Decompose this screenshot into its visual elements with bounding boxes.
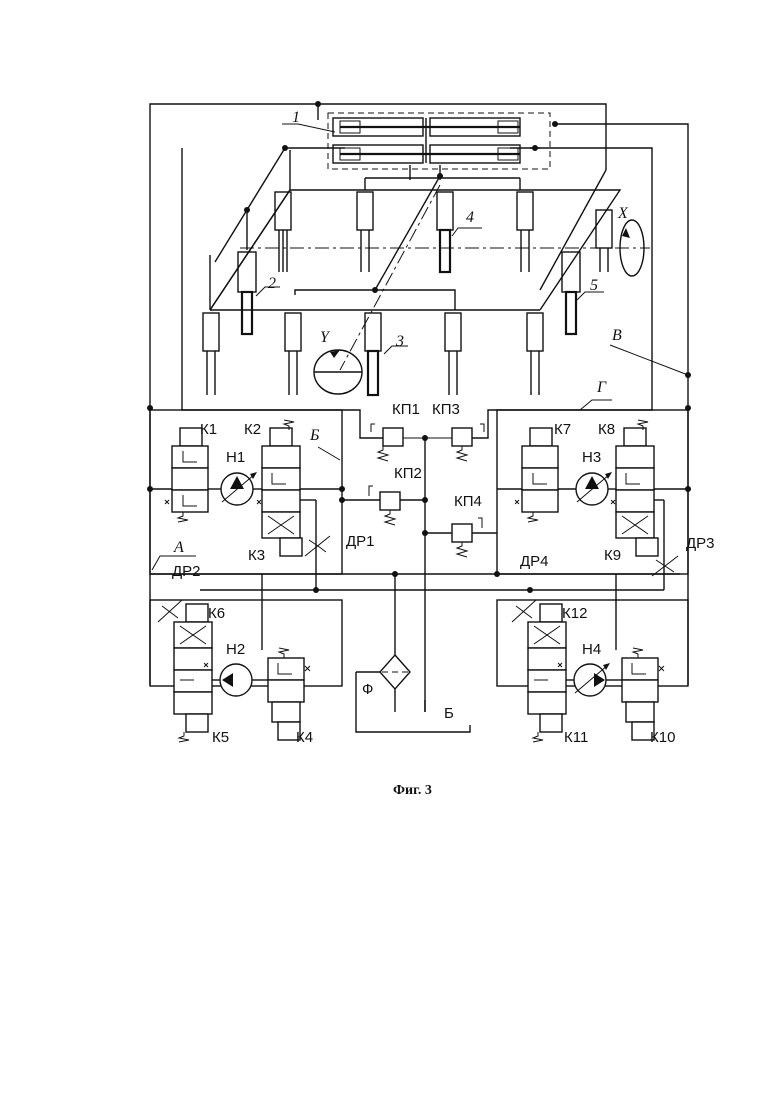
valve-k1 xyxy=(172,428,208,522)
label-k6: К6 xyxy=(208,605,225,622)
label-v: В xyxy=(612,327,622,344)
label-h1: Н1 xyxy=(226,449,245,466)
valve-k12 xyxy=(528,604,566,742)
leader-lines xyxy=(152,228,688,570)
label-2: 2 xyxy=(268,275,276,292)
label-dr3: ДР3 xyxy=(686,535,715,552)
label-3: 3 xyxy=(395,333,404,350)
pump-h2 xyxy=(220,664,252,696)
leg xyxy=(596,210,612,272)
leg xyxy=(285,313,301,395)
valve-k2 xyxy=(262,420,302,556)
label-h4: Н4 xyxy=(582,641,601,658)
label-k5: К5 xyxy=(212,729,229,746)
leg xyxy=(437,192,453,272)
outer-lines xyxy=(147,101,691,438)
leg xyxy=(517,192,533,272)
label-tank: Б xyxy=(444,705,454,722)
pump-h3 xyxy=(576,472,612,505)
label-k7: К7 xyxy=(554,421,571,438)
label-dr2: ДР2 xyxy=(172,563,201,580)
relief-valve-kp4 xyxy=(452,518,482,557)
label-h2: Н2 xyxy=(226,641,245,658)
valve-k10 xyxy=(622,648,658,740)
label-kp1: КП1 xyxy=(392,401,420,418)
label-5: 5 xyxy=(590,277,598,294)
label-x: X xyxy=(617,205,629,222)
label-kp2: КП2 xyxy=(394,465,422,482)
left-lower-block xyxy=(150,600,342,742)
valve-k6 xyxy=(174,604,212,742)
leg xyxy=(445,313,461,395)
label-dr1: ДР1 xyxy=(346,533,375,550)
label-dr4: ДР4 xyxy=(520,553,549,570)
label-k2: К2 xyxy=(244,421,261,438)
leg xyxy=(527,313,543,395)
label-1: 1 xyxy=(292,109,300,126)
pump-h4 xyxy=(574,663,610,696)
label-k11: К11 xyxy=(564,729,588,746)
label-k12: К12 xyxy=(562,605,587,622)
label-g: Г xyxy=(596,379,607,396)
rotation-indicators xyxy=(314,220,644,394)
label-k9: К9 xyxy=(604,547,621,564)
leg xyxy=(203,313,219,395)
label-k1: К1 xyxy=(200,421,217,438)
relief-valve-kp3 xyxy=(422,424,484,461)
leg xyxy=(357,192,373,272)
valve-k4 xyxy=(268,648,304,740)
label-k3: К3 xyxy=(248,547,265,564)
valve-k7 xyxy=(522,428,558,522)
label-b: Б xyxy=(309,427,320,444)
cylinder-unit-1 xyxy=(282,113,550,180)
label-k8: К8 xyxy=(598,421,615,438)
right-lower-block xyxy=(497,600,688,742)
label-a: А xyxy=(173,539,184,556)
relief-valve-kp1 xyxy=(371,424,425,461)
label-y: Y xyxy=(320,329,331,346)
pump-h1 xyxy=(221,472,257,505)
lower-legs xyxy=(203,252,580,395)
valve-k8 xyxy=(616,420,658,556)
label-h3: Н3 xyxy=(582,449,601,466)
leg xyxy=(365,313,381,395)
label-filter: Ф xyxy=(362,681,373,698)
label-kp3: КП3 xyxy=(432,401,460,418)
label-k4: К4 xyxy=(296,729,313,746)
frame xyxy=(210,148,650,370)
label-k10: К10 xyxy=(650,729,675,746)
relief-valve-kp2 xyxy=(369,486,400,525)
leg xyxy=(275,192,291,272)
label-4: 4 xyxy=(466,209,474,226)
figure-caption: Фиг. 3 xyxy=(393,783,432,798)
label-kp4: КП4 xyxy=(454,493,482,510)
